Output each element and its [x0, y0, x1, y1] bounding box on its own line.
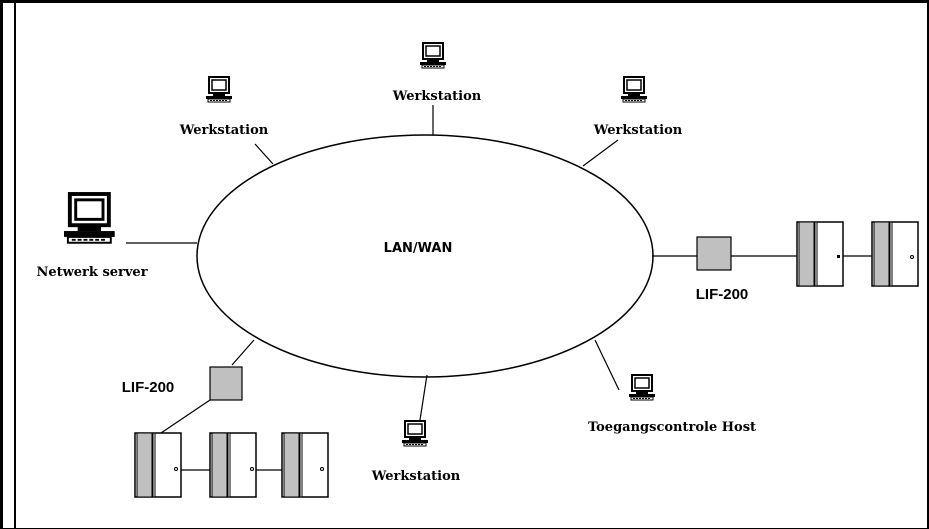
- link-host: [594, 339, 620, 391]
- access-control-host-icon: [628, 374, 656, 401]
- controller-cabinet-left-2: [209, 432, 257, 498]
- lif-200-left-box: [209, 366, 243, 401]
- link-ws-topright: [582, 139, 619, 167]
- workstation-top-label: Werkstation: [392, 89, 482, 104]
- network-server-label: Netwerk server: [36, 265, 147, 280]
- cabinet-lock-icon: [320, 467, 324, 471]
- workstation-topright-label: Werkstation: [593, 123, 683, 138]
- workstation-top-icon: [419, 42, 447, 69]
- link-ws-bottom: [419, 374, 428, 421]
- cabinet-lock-icon: [250, 467, 254, 471]
- lif-200-left-label: LIF-200: [122, 379, 175, 396]
- link-lif-left: [231, 339, 255, 366]
- controller-cabinet-left-3: [281, 432, 329, 498]
- cabinet-lock-icon: [837, 255, 840, 258]
- access-control-host-label: Toegangscontrole Host: [588, 420, 756, 435]
- workstation-bottom-icon: [401, 420, 429, 447]
- workstation-topleft-label: Werkstation: [179, 123, 269, 138]
- lan-wan-ring: [196, 134, 654, 378]
- workstation-topleft-icon: [205, 76, 233, 103]
- cabinet-lock-icon: [174, 467, 178, 471]
- workstation-bottom-label: Werkstation: [371, 469, 461, 484]
- cabinet-lock-icon: [910, 255, 914, 259]
- controller-cabinet-left-1: [134, 432, 182, 498]
- frame-inner-line: [14, 3, 16, 529]
- lif-200-right-label: LIF-200: [696, 286, 749, 303]
- controller-cabinet-right-2: [871, 221, 919, 287]
- link-lif-left-cab1: [157, 399, 211, 436]
- controller-cabinet-right-1: [796, 221, 844, 287]
- network-server-icon: [62, 192, 117, 245]
- lif-200-right-box: [696, 236, 732, 271]
- lan-wan-label: LAN/WAN: [384, 241, 453, 256]
- link-ws-topleft: [254, 143, 274, 165]
- workstation-topright-icon: [620, 76, 648, 103]
